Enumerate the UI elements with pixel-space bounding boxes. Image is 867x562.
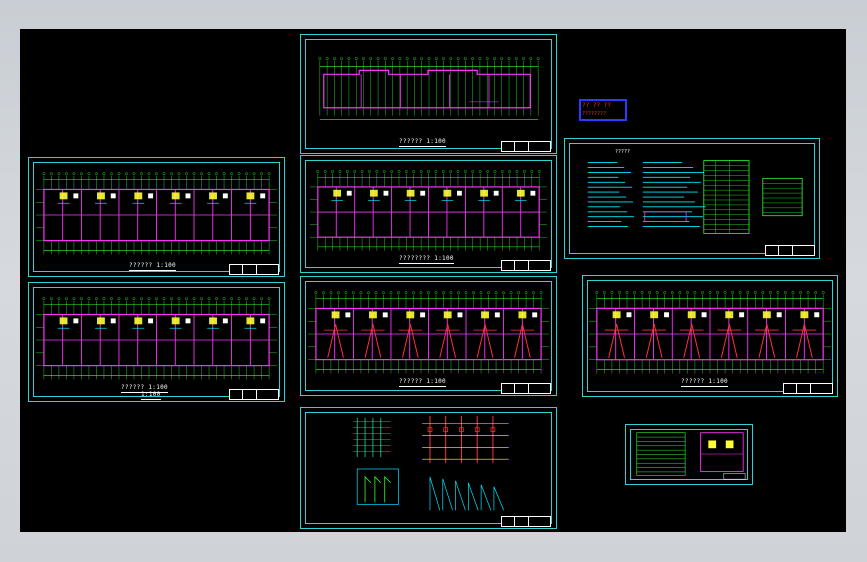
sheet-caption: ?????? 1:100 — [681, 378, 728, 387]
sheet-inner-frame — [305, 39, 552, 149]
roof-plan-drawing — [318, 57, 540, 120]
floor-plan-drawing — [36, 172, 277, 255]
floor-plan-drawing — [36, 297, 277, 380]
revision-stamp: ?? ?? ?? ???????? ?????? — [579, 99, 627, 121]
title-block — [501, 141, 551, 152]
sheet-caption: ???????? 1:100 — [399, 255, 454, 264]
title-block — [765, 245, 815, 256]
sheet-floor-plan-left-top[interactable]: ?????? 1:100 — [28, 157, 285, 277]
sheet-inner-frame — [587, 280, 833, 392]
title-block — [501, 260, 551, 271]
sheet-inner-frame — [305, 412, 552, 524]
title-block — [501, 516, 551, 527]
sheet-inner-frame — [305, 160, 552, 268]
floor-plan-drawing — [310, 170, 547, 251]
title-block — [501, 383, 551, 394]
sheet-floor-plan-mid-second[interactable]: ???????? 1:100 — [300, 155, 557, 273]
sheet-inner-frame — [33, 162, 280, 272]
sheet-floor-plan-right[interactable]: ?????? 1:100 — [582, 275, 838, 397]
stamp-line-1: ?? ?? ?? — [582, 102, 611, 109]
sheet-inner-frame — [33, 287, 280, 397]
stamp-line-2: ???????? ?????? — [582, 111, 607, 117]
title-block — [229, 264, 279, 275]
sheet-inner-frame — [305, 281, 552, 391]
sheet-caption: ?????? 1:100 — [129, 262, 176, 271]
sheet-floor-plan-mid-third[interactable]: ?????? 1:100 — [300, 276, 557, 396]
floor-plan-drawing — [308, 291, 549, 374]
sheet-caption: ?????? 1:100 — [399, 378, 446, 387]
system-diagram-drawing — [353, 415, 509, 511]
floor-plan-drawing — [588, 291, 832, 374]
sheet-design-notes[interactable]: ????? — [564, 138, 820, 259]
title-block — [783, 383, 833, 394]
unit-detail-drawing — [636, 432, 746, 480]
sheet-inner-frame — [630, 429, 748, 480]
sheet-unit-detail[interactable] — [625, 424, 753, 485]
sheet-floor-plan-left-bottom[interactable]: ?????? 1:100 1:100 — [28, 282, 285, 402]
sheet-caption-scale: 1:100 — [141, 391, 161, 400]
sheet-roof-plan-top[interactable]: ?????? 1:100 — [300, 34, 557, 154]
sheet-inner-frame — [569, 143, 815, 254]
sheet-caption: ?????? 1:100 — [121, 384, 168, 393]
sheet-system-diagrams[interactable] — [300, 407, 557, 529]
title-block — [229, 389, 279, 400]
notes-title: ????? — [615, 149, 631, 155]
sheet-caption: ?????? 1:100 — [399, 138, 446, 147]
drawing-canvas[interactable]: ?????? 1:100 ?????? 1:100 1:100 ?????? 1… — [20, 29, 846, 532]
notes-drawing — [587, 160, 803, 234]
